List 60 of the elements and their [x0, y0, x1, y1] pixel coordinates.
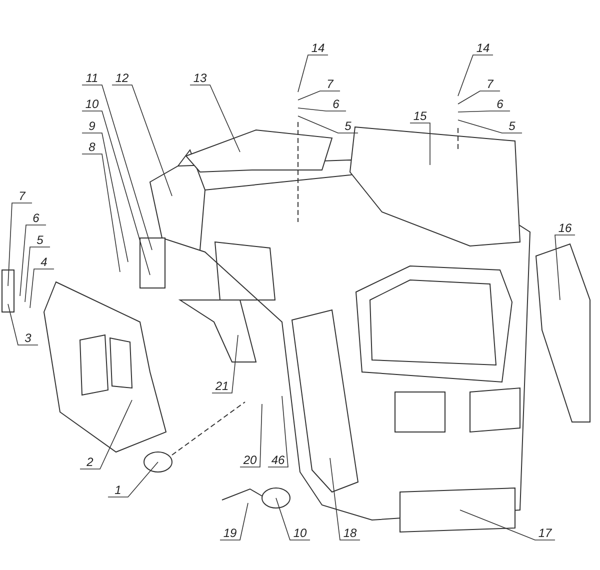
leader-line — [220, 502, 248, 540]
callout-number: 10 — [82, 97, 102, 111]
leader-line — [80, 400, 132, 470]
callout-number: 20 — [240, 453, 260, 467]
leader-line — [82, 132, 128, 262]
callout-number: 3 — [18, 331, 38, 345]
leader-line — [212, 334, 238, 394]
leader-line — [458, 54, 494, 96]
leader-line — [298, 90, 340, 100]
callout-number: 7 — [480, 77, 500, 91]
leader-line — [268, 396, 288, 468]
callout-number: 11 — [82, 71, 102, 85]
leader-line — [30, 268, 54, 308]
leader-line — [330, 458, 360, 540]
leader-line — [458, 120, 522, 134]
callout-number: 17 — [535, 526, 555, 540]
leader-line — [8, 202, 32, 286]
leader-line — [458, 90, 500, 104]
leader-line — [410, 122, 430, 166]
callout-number: 14 — [473, 41, 493, 55]
callout-number: 15 — [410, 109, 430, 123]
callout-number: 6 — [326, 97, 346, 111]
leader-line — [276, 498, 310, 540]
callout-number: 13 — [190, 71, 210, 85]
callout-number: 8 — [82, 140, 102, 154]
callout-number: 14 — [308, 41, 328, 55]
callout-number: 46 — [268, 453, 288, 467]
callout-number: 7 — [320, 77, 340, 91]
leader-line — [298, 54, 328, 92]
leader-line — [108, 462, 158, 498]
leader-line — [298, 108, 346, 112]
callout-number: 5 — [30, 233, 50, 247]
callout-number: 9 — [82, 119, 102, 133]
leader-line — [458, 110, 510, 112]
leader-line — [554, 234, 576, 300]
leader-line — [82, 154, 120, 272]
callout-number: 7 — [12, 189, 32, 203]
leader-line — [20, 224, 46, 296]
leader-line — [240, 404, 262, 468]
leader-line — [8, 304, 38, 346]
callout-number: 5 — [502, 119, 522, 133]
leader-line — [460, 510, 556, 540]
leader-line — [82, 84, 152, 250]
callout-number: 6 — [490, 97, 510, 111]
callout-number: 1 — [108, 483, 128, 497]
callout-number: 5 — [338, 119, 358, 133]
callout-number: 18 — [340, 526, 360, 540]
callout-number: 6 — [26, 211, 46, 225]
callout-number: 19 — [220, 526, 240, 540]
leader-line — [112, 84, 172, 196]
callout-number: 16 — [555, 221, 575, 235]
leader-line — [24, 246, 50, 302]
leader-line — [190, 84, 240, 152]
callout-number: 4 — [34, 255, 54, 269]
callout-number: 12 — [112, 71, 132, 85]
leader-line — [298, 116, 358, 134]
callout-number: 2 — [80, 455, 100, 469]
callout-number: 10 — [290, 526, 310, 540]
leader-line — [82, 110, 150, 276]
callout-number: 21 — [212, 379, 232, 393]
